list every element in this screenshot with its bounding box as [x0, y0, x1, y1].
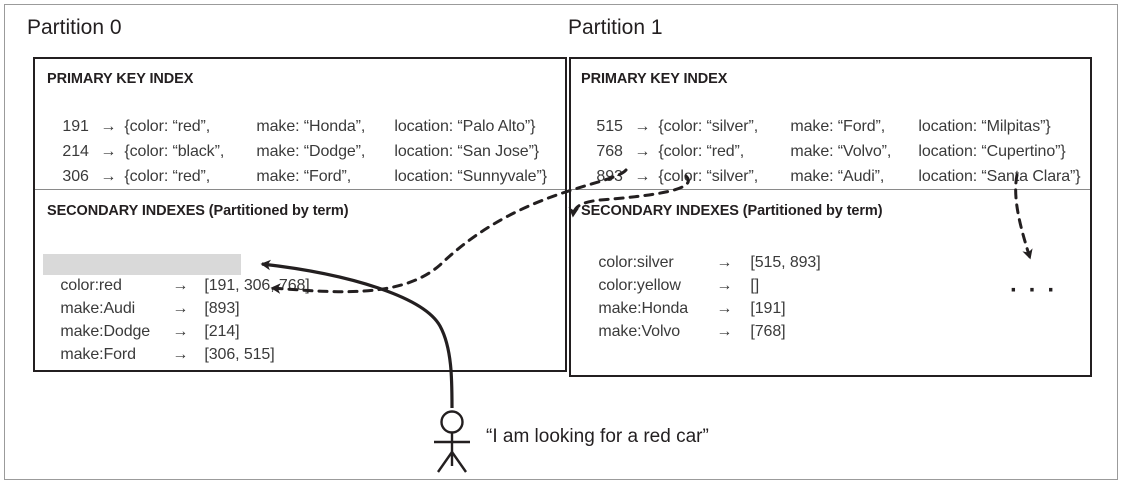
pk-row: 191 → {color: “red”, make: “Honda”, location… — [45, 100, 535, 154]
pk-location: location: “San Jose”} — [394, 143, 540, 160]
pk-color: {color: “red”, — [124, 168, 211, 185]
pk-row: 306 → {color: “red”, make: “Ford”, location:… — [45, 150, 547, 204]
partition-0-divider — [35, 189, 565, 190]
pk-make: make: “Ford”, — [256, 168, 352, 185]
arrow-glyph: → — [634, 118, 651, 135]
pk-location: location: “Santa Clara”} — [918, 168, 1081, 185]
si-value: [768] — [750, 323, 786, 340]
arrow-glyph: → — [634, 168, 651, 185]
arrow-glyph: → — [716, 254, 733, 271]
partition-1-title: Partition 1 — [568, 16, 663, 39]
pk-row: 768 → {color: “red”, make: “Volvo”, location… — [579, 125, 1066, 179]
si-term: color:red — [60, 277, 122, 294]
secondary-index-row: color:yellow→[] — [581, 254, 759, 294]
secondary-index-row-highlighted: color:red→[191, 306, 768] — [43, 254, 310, 294]
si-term: make:Volvo — [598, 323, 681, 340]
secondary-index-row: make:Ford → [306, 515] — [43, 323, 274, 363]
si-term: make:Ford — [60, 346, 136, 363]
secondary-index-row: color:silver→[515, 893] — [581, 231, 820, 271]
si-value: [515, 893] — [750, 254, 821, 271]
partition-0-primary-header: PRIMARY KEY INDEX — [47, 71, 194, 87]
pk-make: make: “Audi”, — [790, 168, 885, 185]
secondary-index-row: make:Audi → [893] — [43, 277, 241, 317]
arrow-glyph: → — [716, 323, 733, 340]
ellipsis-more-indicator: · · · — [1010, 277, 1058, 304]
si-value: [893] — [204, 300, 240, 317]
pk-color: {color: “red”, — [124, 118, 211, 135]
pk-location: location: “Sunnyvale”} — [394, 168, 547, 185]
arrow-glyph: → — [100, 143, 117, 160]
partition-0-title: Partition 0 — [27, 16, 122, 39]
pk-make: make: “Ford”, — [790, 118, 886, 135]
arrow-glyph: → — [100, 118, 117, 135]
secondary-index-row: make:Dodge → [214] — [43, 300, 241, 340]
arrow-glyph: → — [172, 323, 189, 340]
arrow-glyph: → — [172, 300, 189, 317]
pk-location: location: “Milpitas”} — [918, 118, 1051, 135]
pk-key: 214 — [62, 143, 89, 160]
si-value: [306, 515] — [204, 346, 275, 363]
pk-color: {color: “silver”, — [658, 168, 759, 185]
secondary-index-row: make:Volvo → [768] — [581, 300, 785, 340]
si-value: [191] — [750, 300, 786, 317]
secondary-index-row: make:Honda → [191] — [581, 277, 785, 317]
pk-key: 306 — [62, 168, 89, 185]
pk-color: {color: “red”, — [658, 143, 745, 160]
arrow-glyph: → — [634, 143, 651, 160]
pk-make: make: “Dodge”, — [256, 143, 366, 160]
pk-location: location: “Cupertino”} — [918, 143, 1066, 160]
pk-location: location: “Palo Alto”} — [394, 118, 536, 135]
partition-1-primary-header: PRIMARY KEY INDEX — [581, 71, 728, 87]
partition-0-secondary-header: SECONDARY INDEXES (Partitioned by term) — [47, 203, 349, 219]
arrow-glyph: → — [172, 277, 189, 294]
arrow-glyph: → — [716, 277, 733, 294]
arrow-glyph: → — [716, 300, 733, 317]
pk-color: {color: “black”, — [124, 143, 225, 160]
partition-1-divider — [571, 189, 1090, 190]
user-query-quote: “I am looking for a red car” — [486, 426, 709, 447]
pk-color: {color: “silver”, — [658, 118, 759, 135]
si-term: make:Dodge — [60, 323, 151, 340]
si-value: [] — [750, 277, 760, 294]
pk-key: 191 — [62, 118, 89, 135]
pk-key: 893 — [596, 168, 623, 185]
pk-key: 515 — [596, 118, 623, 135]
arrow-glyph: → — [172, 346, 189, 363]
partition-1-secondary-header: SECONDARY INDEXES (Partitioned by term) — [581, 203, 883, 219]
pk-row: 893 → {color: “silver”, make: “Audi”, locati… — [579, 150, 1081, 204]
diagram-frame: Partition 0 PRIMARY KEY INDEX 191 → {color… — [4, 4, 1118, 480]
si-term: make:Honda — [598, 300, 689, 317]
pk-key: 768 — [596, 143, 623, 160]
arrow-glyph: → — [100, 168, 117, 185]
pk-make: make: “Honda”, — [256, 118, 366, 135]
si-term: make:Audi — [60, 300, 136, 317]
si-value: [214] — [204, 323, 240, 340]
secondary-index-row: color:black→[214] — [43, 231, 241, 271]
pk-make: make: “Volvo”, — [790, 143, 892, 160]
pk-row: 214 → {color: “black”, make: “Dodge”, locati… — [45, 125, 539, 179]
pk-row: 515 → {color: “silver”, make: “Ford”, locati… — [579, 100, 1051, 154]
